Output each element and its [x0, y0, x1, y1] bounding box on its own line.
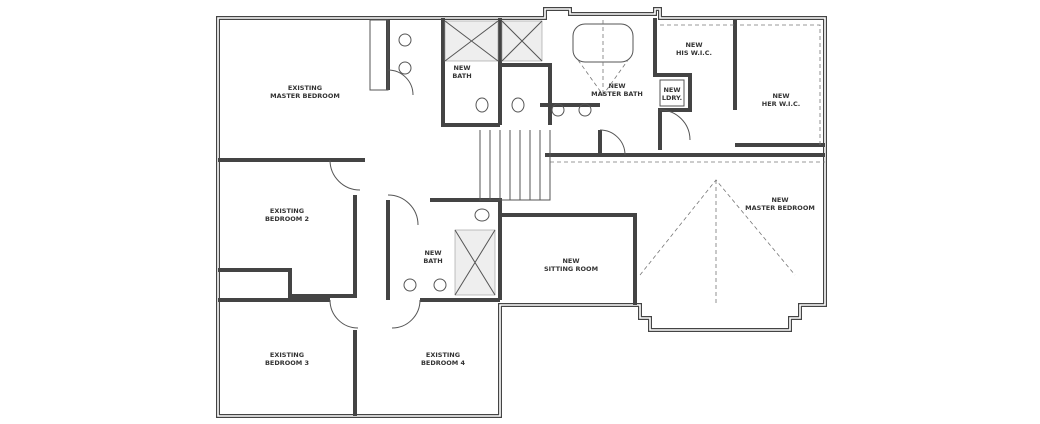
exterior-walls	[216, 7, 827, 418]
fixtures	[329, 19, 825, 329]
interior-walls	[218, 18, 825, 416]
